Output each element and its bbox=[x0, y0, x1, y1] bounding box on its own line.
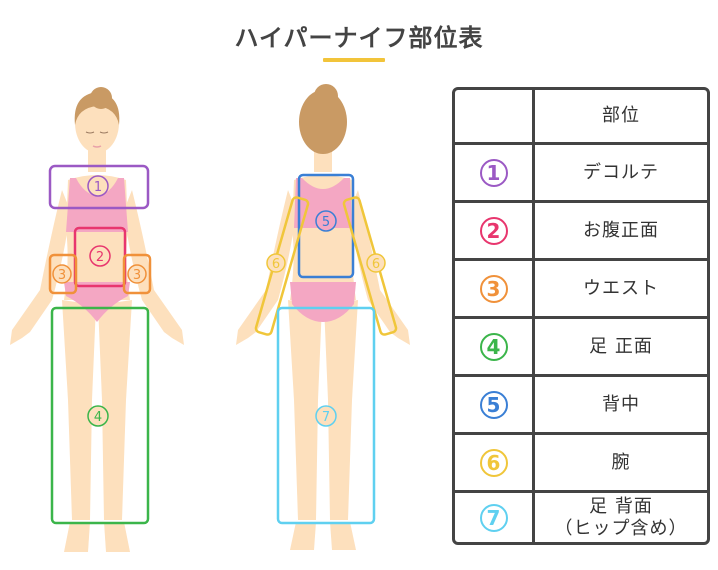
body-figures: 1 2 3 3 4 5 6 6 bbox=[10, 84, 410, 552]
zone-number-badge: 4 bbox=[479, 332, 508, 361]
table-row: 6 腕 bbox=[455, 435, 707, 493]
table-row: 3 ウエスト bbox=[455, 261, 707, 319]
svg-text:6: 6 bbox=[372, 257, 380, 272]
zone-number-badge: 1 bbox=[479, 158, 508, 187]
svg-text:5: 5 bbox=[322, 215, 330, 230]
zone-name: デコルテ bbox=[583, 161, 659, 183]
table-row: 5 背中 bbox=[455, 377, 707, 435]
svg-text:3: 3 bbox=[58, 268, 66, 283]
svg-text:2: 2 bbox=[96, 250, 104, 265]
zone-number-badge: 2 bbox=[479, 216, 508, 245]
zone-table: 部位 1 デコルテ 2 お腹正面 3 ウエスト 4 足 正面 5 背中 6 腕 … bbox=[452, 87, 710, 545]
svg-text:4: 4 bbox=[94, 410, 102, 425]
title-underline bbox=[323, 58, 385, 62]
page-title: ハイパーナイフ部位表 bbox=[234, 24, 484, 52]
header-name-cell: 部位 bbox=[602, 105, 640, 126]
zone-name: 背中 bbox=[602, 393, 640, 415]
zone-number-badge: 7 bbox=[479, 503, 508, 532]
zone-name: 腕 bbox=[611, 451, 631, 473]
svg-text:1: 1 bbox=[94, 180, 102, 195]
table-header-row: 部位 bbox=[455, 90, 707, 145]
front-figure: 1 2 3 3 4 bbox=[10, 87, 184, 552]
svg-text:6: 6 bbox=[272, 257, 280, 272]
zone-number-badge: 6 bbox=[479, 448, 508, 477]
table-row: 2 お腹正面 bbox=[455, 203, 707, 261]
zone-name-note: （ヒップ含め） bbox=[554, 517, 688, 539]
zone-name: 足 背面 bbox=[589, 495, 653, 517]
header-num-cell bbox=[455, 90, 535, 142]
back-figure: 5 6 6 7 bbox=[236, 84, 410, 550]
svg-text:7: 7 bbox=[322, 410, 330, 425]
zone-number-badge: 3 bbox=[479, 274, 508, 303]
svg-text:3: 3 bbox=[133, 268, 141, 283]
zone-name: お腹正面 bbox=[583, 219, 659, 241]
zone-name: 足 正面 bbox=[589, 335, 653, 357]
zone-name: ウエスト bbox=[583, 277, 659, 299]
table-row: 4 足 正面 bbox=[455, 319, 707, 377]
table-row: 7 足 背面 （ヒップ含め） bbox=[455, 493, 707, 542]
table-row: 1 デコルテ bbox=[455, 145, 707, 203]
zone-number-badge: 5 bbox=[479, 390, 508, 419]
